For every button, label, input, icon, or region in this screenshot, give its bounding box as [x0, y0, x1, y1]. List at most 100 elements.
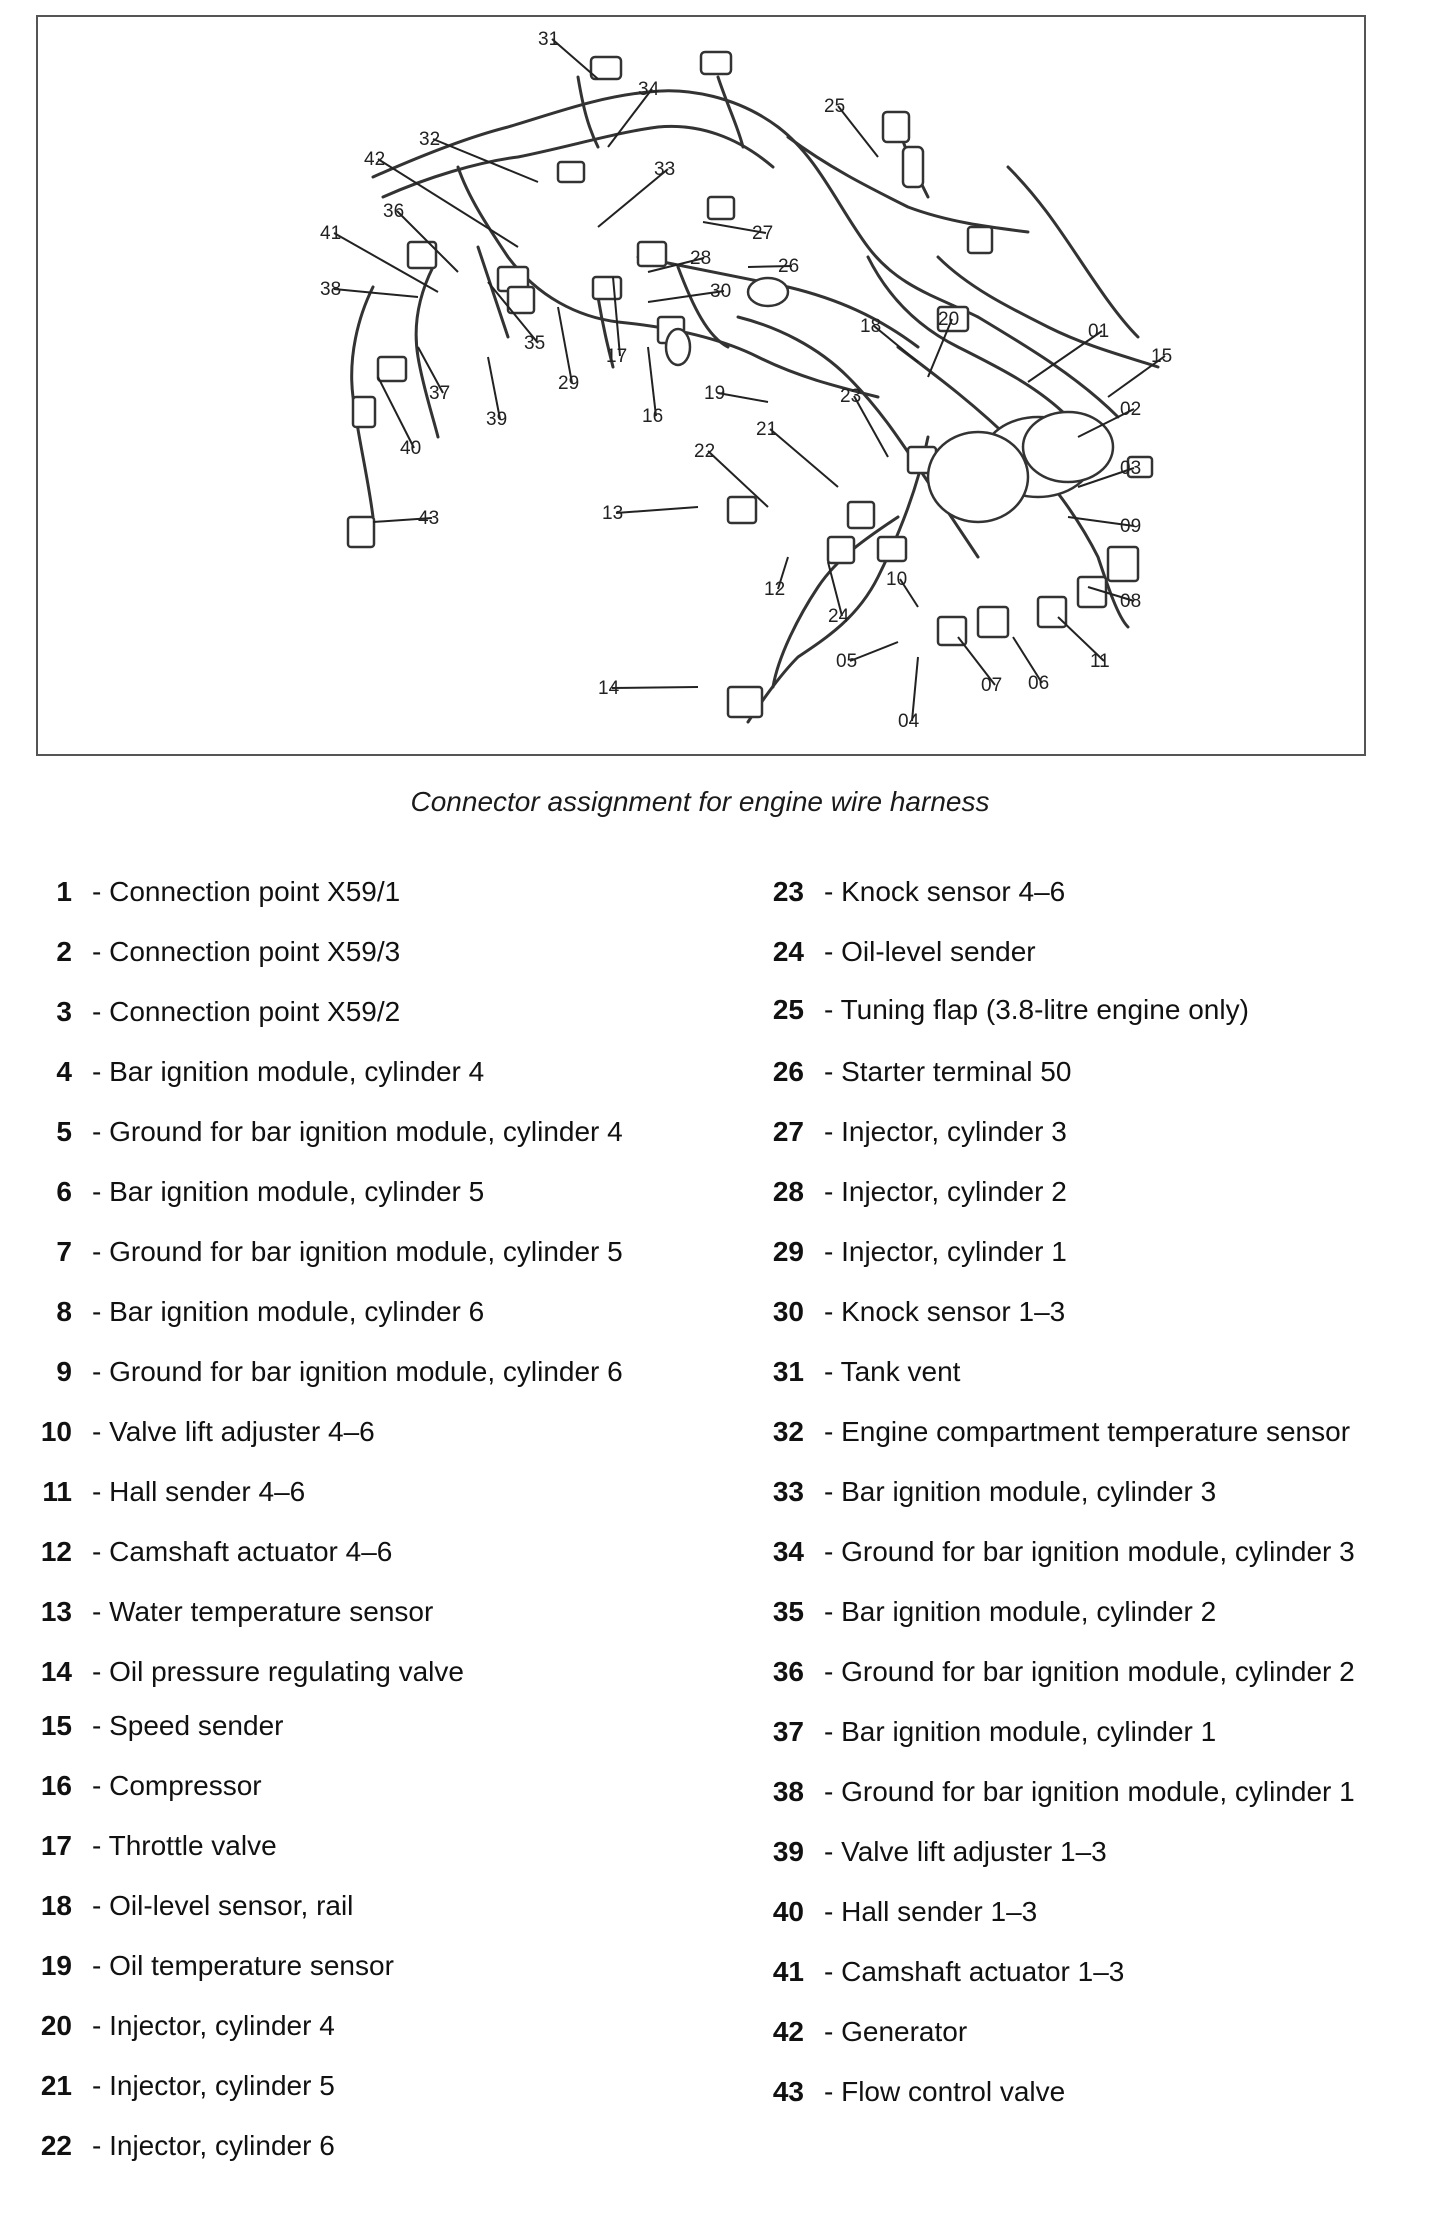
legend-description: - Ground for bar ignition module, cylind… [92, 1116, 623, 1147]
legend-description: - Injector, cylinder 6 [92, 2130, 335, 2161]
callout-37: 37 [429, 383, 450, 404]
leader-line-12 [777, 556, 789, 590]
callout-36: 36 [383, 201, 404, 222]
callout-17: 17 [606, 346, 627, 367]
leader-line-14 [611, 686, 699, 689]
legend-item: 3- Connection point X59/2 [34, 992, 400, 1032]
legend-item: 14- Oil pressure regulating valve [34, 1652, 464, 1692]
legend-item: 11- Hall sender 4–6 [34, 1472, 305, 1512]
leader-line-02 [1077, 408, 1135, 438]
legend-number: 30 [772, 1296, 804, 1327]
leader-line-03 [1077, 467, 1135, 488]
legend-item: 40- Hall sender 1–3 [766, 1892, 1037, 1932]
legend-description: - Connection point X59/3 [92, 936, 401, 967]
legend-number: 19 [40, 1950, 72, 1981]
leader-line-36 [396, 210, 459, 273]
leader-line-21 [769, 428, 839, 488]
legend-number: 20 [40, 2010, 72, 2041]
leader-line-43 [372, 517, 433, 523]
legend-item: 29 - Injector, cylinder 1 [766, 1232, 1067, 1272]
legend-number: 7 [56, 1236, 72, 1267]
legend-number: 36 [772, 1656, 804, 1687]
legend-description: - Connection point X59/1 [92, 876, 401, 907]
leader-line-38 [333, 288, 419, 298]
legend-description: - Oil pressure regulating valve [92, 1656, 464, 1687]
legend-description: - Ground for bar ignition module, cylind… [824, 1776, 1355, 1807]
callout-09: 09 [1120, 516, 1141, 537]
harness-components [346, 50, 1154, 719]
callout-08: 08 [1120, 591, 1141, 612]
leader-line-32 [432, 138, 539, 183]
leader-line-25 [837, 105, 879, 158]
legend-item: 21- Injector, cylinder 5 [34, 2066, 335, 2106]
legend-item: 37- Bar ignition module, cylinder 1 [766, 1712, 1216, 1752]
legend-number: 25 [772, 994, 804, 1025]
callout-labels: 0102030405060708091011121314151617181920… [320, 29, 1172, 732]
legend-number: 29 [772, 1236, 804, 1267]
leader-line-27 [702, 221, 767, 234]
legend-description: - Valve lift adjuster 4–6 [92, 1416, 375, 1447]
legend-description: - Bar ignition module, cylinder 2 [824, 1596, 1217, 1627]
legend-number: 3 [56, 996, 72, 1027]
callout-01: 01 [1088, 321, 1109, 342]
legend-item: 25 - Tuning flap (3.8-litre engine only) [766, 990, 1249, 1030]
legend-description: - Injector, cylinder 3 [824, 1116, 1067, 1147]
legend-item: 19 - Oil temperature sensor [34, 1946, 394, 1986]
legend-item: 32 - Engine compartment temperature senso… [766, 1412, 1350, 1452]
legend-description: - Valve lift adjuster 1–3 [824, 1836, 1107, 1867]
leader-line-28 [647, 257, 705, 273]
legend-item: 34- Ground for bar ignition module, cyli… [766, 1532, 1355, 1572]
legend-number: 28 [772, 1176, 804, 1207]
callout-26: 26 [778, 256, 799, 277]
leader-line-16 [647, 346, 657, 417]
legend-number: 37 [772, 1716, 804, 1747]
legend-item: 24- Oil-level sender [766, 932, 1036, 972]
callout-21: 21 [756, 419, 777, 440]
leader-line-04 [911, 656, 919, 722]
legend-description: - Generator [824, 2016, 968, 2047]
callout-23: 23 [840, 386, 861, 407]
callout-31: 31 [538, 29, 559, 50]
callout-38: 38 [320, 279, 341, 300]
leader-line-09 [1067, 516, 1135, 527]
legend-item: 17- Throttle valve [34, 1826, 277, 1866]
legend-item: 31- Tank vent [766, 1352, 961, 1392]
legend-number: 13 [40, 1596, 72, 1627]
callout-05: 05 [836, 651, 857, 672]
legend-description: - Tank vent [824, 1356, 961, 1387]
legend-description: - Injector, cylinder 1 [824, 1236, 1067, 1267]
leader-line-13 [615, 506, 699, 514]
legend-description: - Flow control valve [824, 2076, 1066, 2107]
legend-description: - Engine compartment temperature sensor [824, 1416, 1351, 1447]
legend-description: - Ground for bar ignition module, cylind… [92, 1236, 623, 1267]
legend-description: - Speed sender [92, 1710, 284, 1741]
leader-line-01 [1027, 330, 1103, 383]
leader-line-06 [1012, 636, 1043, 684]
leader-line-15 [1107, 355, 1166, 398]
legend-item: 28- Injector, cylinder 2 [766, 1172, 1067, 1212]
legend-item: 30- Knock sensor 1–3 [766, 1292, 1065, 1332]
legend-number: 15 [40, 1710, 72, 1741]
leader-line-23 [853, 395, 889, 458]
leader-line-22 [707, 450, 769, 508]
legend-item: 9- Ground for bar ignition module, cylin… [34, 1352, 622, 1392]
callout-24: 24 [828, 606, 850, 627]
leader-line-29 [557, 306, 573, 384]
callout-42: 42 [364, 149, 385, 170]
legend-number: 32 [772, 1416, 804, 1447]
legend-description: - Knock sensor 4–6 [824, 876, 1066, 907]
legend-number: 24 [772, 936, 804, 967]
legend-description: - Starter terminal 50 [824, 1056, 1072, 1087]
legend-description: - Tuning flap (3.8-litre engine only) [824, 994, 1249, 1025]
legend-description: - Bar ignition module, cylinder 6 [92, 1296, 485, 1327]
legend-description: - Oil temperature sensor [92, 1950, 394, 1981]
legend-item: 12- Camshaft actuator 4–6 [34, 1532, 393, 1572]
callout-28: 28 [690, 248, 711, 269]
legend-description: - Compressor [92, 1770, 262, 1801]
leader-lines [333, 38, 1166, 722]
legend-item: 8- Bar ignition module, cylinder 6 [34, 1292, 484, 1332]
legend-number: 26 [772, 1056, 804, 1087]
callout-33: 33 [654, 159, 675, 180]
leader-line-33 [597, 168, 669, 228]
callout-32: 32 [419, 129, 440, 150]
